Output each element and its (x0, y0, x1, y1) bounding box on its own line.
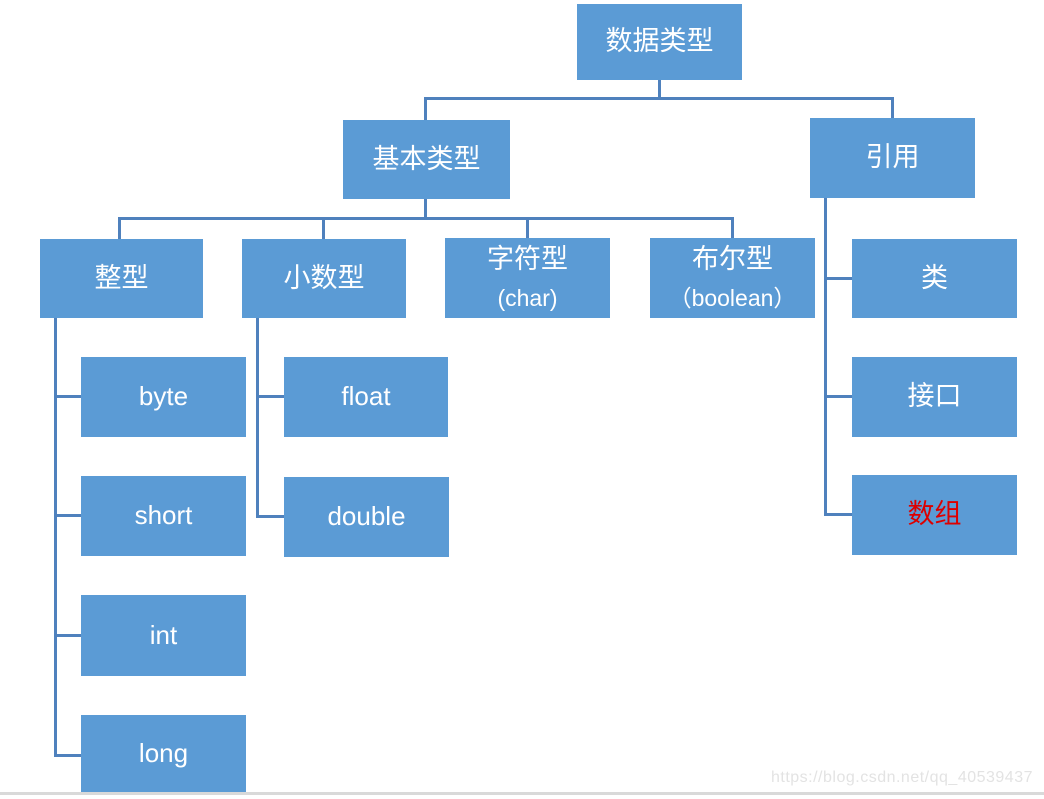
node-boolean-sublabel: （boolean） (668, 285, 797, 312)
connector (824, 198, 827, 516)
node-double-label: double (327, 501, 406, 532)
node-char-sublabel: (char) (497, 285, 558, 312)
connector (424, 97, 894, 100)
connector (54, 634, 81, 637)
connector (731, 217, 734, 239)
node-reference-label: 引用 (865, 142, 920, 174)
node-boolean: 布尔型 （boolean） (650, 238, 815, 318)
connector (824, 395, 852, 398)
node-basic-type: 基本类型 (343, 120, 510, 199)
node-integer: 整型 (40, 239, 203, 318)
node-interface-label: 接口 (907, 381, 962, 413)
node-class-label: 类 (921, 262, 948, 294)
connector (54, 754, 81, 757)
node-long-label: long (138, 738, 189, 769)
page-edge-divider (0, 792, 1044, 795)
node-basic-type-label: 基本类型 (372, 143, 481, 175)
connector (256, 318, 259, 518)
node-integer-label: 整型 (94, 262, 149, 294)
node-data-type-label: 数据类型 (605, 26, 714, 58)
node-decimal: 小数型 (242, 239, 406, 318)
node-boolean-label: 布尔型 (692, 244, 773, 276)
connector (424, 199, 427, 218)
connector (891, 97, 894, 120)
node-int: int (81, 595, 246, 676)
node-decimal-label: 小数型 (283, 262, 365, 294)
node-char: 字符型 (char) (445, 238, 610, 318)
watermark: https://blog.csdn.net/qq_40539437 (770, 769, 1033, 786)
node-data-type: 数据类型 (577, 4, 742, 80)
node-double: double (284, 477, 449, 557)
connector (256, 515, 284, 518)
connector (824, 513, 852, 516)
connector (824, 277, 852, 280)
node-long: long (81, 715, 246, 793)
node-class: 类 (852, 239, 1017, 318)
connector (118, 217, 121, 240)
connector (54, 395, 81, 398)
connector (54, 318, 57, 757)
node-byte-label: byte (138, 381, 189, 412)
node-char-label: 字符型 (487, 244, 568, 276)
node-array-label: 数组 (907, 499, 962, 531)
node-reference: 引用 (810, 118, 975, 198)
connector (118, 217, 734, 220)
node-interface: 接口 (852, 357, 1017, 437)
connector (658, 80, 661, 98)
connector (424, 97, 427, 122)
node-float-label: float (341, 381, 391, 412)
node-byte: byte (81, 357, 246, 437)
connector (256, 395, 284, 398)
node-array: 数组 (852, 475, 1017, 555)
node-float: float (284, 357, 448, 437)
node-int-label: int (149, 619, 178, 650)
connector (526, 217, 529, 239)
node-short: short (81, 476, 246, 556)
connector (54, 514, 81, 517)
node-short-label: short (134, 500, 193, 531)
connector (322, 217, 325, 240)
